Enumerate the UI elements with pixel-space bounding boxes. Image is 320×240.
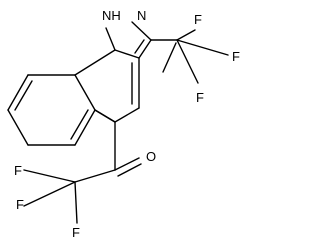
cf3-bottom-bond	[176, 39, 199, 84]
ring-b-bond-2	[114, 49, 140, 59]
pyrazole-bond-3-inner	[134, 39, 145, 54]
ring-a-bond-1-inner	[14, 80, 33, 111]
cf3-left-link-bond	[74, 169, 116, 183]
cf3-left-bottom-bond	[23, 181, 76, 207]
atom-label-f-left-lower: F	[72, 225, 80, 240]
chemical-structure: NH N F F F O F F F	[7, 8, 240, 240]
carbonyl-c-o-bond-inner	[117, 163, 142, 177]
atom-label-f-top: F	[194, 12, 202, 27]
atom-label-nh: NH	[102, 8, 121, 23]
cf3-right-bond	[176, 39, 229, 56]
cf3-left-lower-bond	[74, 181, 78, 224]
ring-b-bond-1	[74, 49, 116, 76]
cf3-left-top-bond	[23, 169, 76, 183]
ring-b-bond-4	[114, 107, 140, 123]
atom-label-n: N	[137, 8, 146, 23]
ring-a-bond-6	[7, 109, 29, 146]
atom-label-f-left-bottom: F	[16, 197, 24, 212]
pyrazole-bond-2	[131, 21, 152, 41]
atom-label-f-left-top: F	[14, 163, 22, 178]
ring-a-bond-3	[74, 74, 96, 111]
atom-label-o: O	[146, 149, 156, 164]
ring-b-bond-6	[94, 109, 116, 123]
atom-label-f-right: F	[232, 49, 240, 64]
cf3-top-bond	[176, 29, 196, 41]
ring-a-bond-4-inner	[70, 109, 89, 140]
ring-a-bond-1	[7, 74, 29, 111]
pyrazole-bond-3	[138, 39, 152, 59]
pyrazole-bond-1	[105, 27, 116, 51]
carbonyl-c-o-bond	[114, 157, 140, 171]
pyrazole-bond-5	[162, 42, 177, 73]
ring-a-bond-4	[74, 109, 96, 146]
atom-label-f-bottom: F	[196, 90, 204, 105]
